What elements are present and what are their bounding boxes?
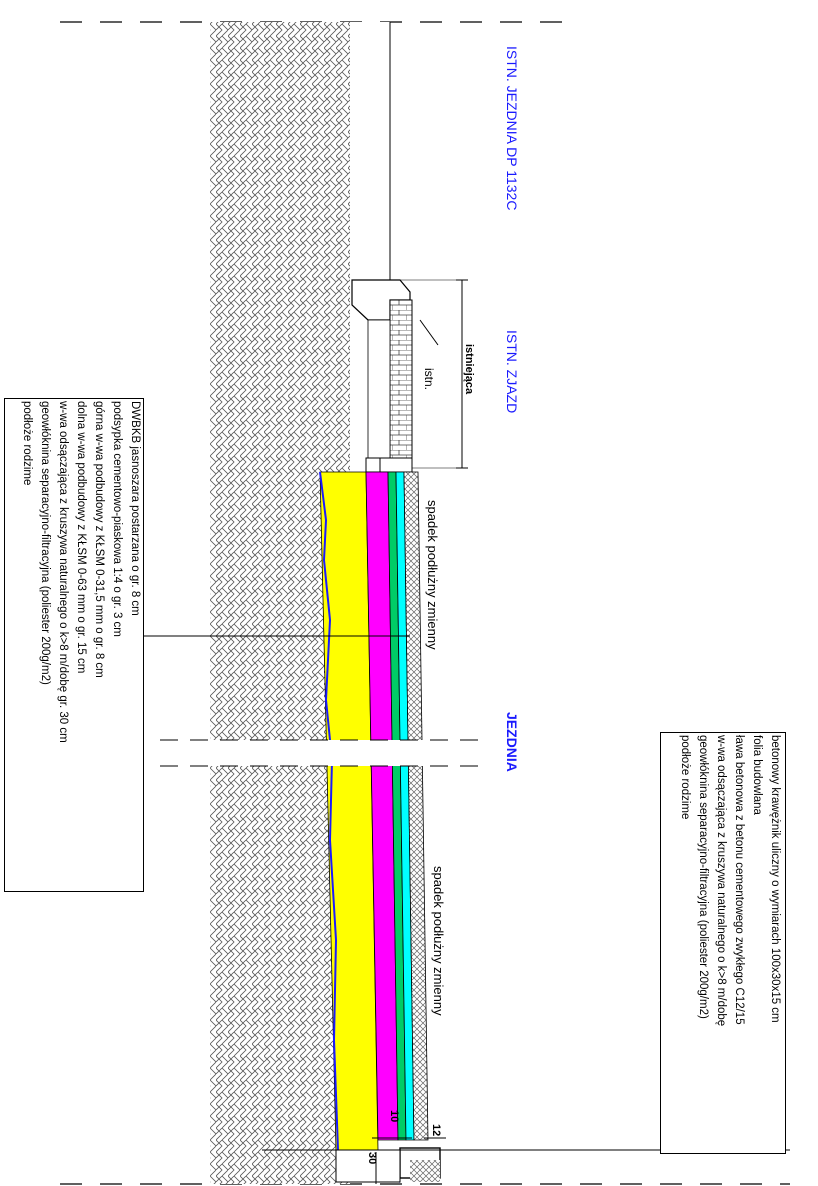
legend-pavement-item: podłoże rodzime [21,401,33,486]
legend-pavement-item: podsypka cementowo-piaskowa 1:4 o gr. 3 … [111,401,123,637]
dim-10: 10 [388,1110,400,1123]
legend-pavement-item: DWBKB jasnoszara postarzana o gr. 8 cm [129,401,141,616]
legend-pavement-item: w-wa odsączająca z kruszywa naturalnego … [57,401,69,743]
label-existing-road: ISTN. JEZDNIA DP 1132C [504,46,520,211]
legend-pavement-item: geowłóknina separacyjno-filtracyjna (pol… [39,401,51,685]
label-existing-short: istn. [422,368,436,391]
legend-curb-item: podłoże rodzime [679,735,691,820]
existing-slope-arrow [419,319,439,346]
legend-curb-item: folia budowlana [751,735,763,815]
label-existing-driveway: ISTN. ZJAZD [504,330,520,414]
label-existing-tag: istniejąca [463,344,475,395]
label-slope-1: spadek podłużny zmienny [425,500,440,650]
concrete-bench [335,1149,401,1183]
layer-paving-blocks [403,471,429,1141]
curb-bench-hatch [410,1160,440,1182]
pavement-layers [319,471,429,1151]
legend-curb-item: betonowy krawężnik uliczny o wymiarach 1… [769,735,781,1023]
break-gap [160,740,480,766]
existing-driveway-brick [389,299,413,459]
legend-curb: betonowy krawężnik uliczny o wymiarach 1… [660,732,786,1154]
existing-road-base [350,22,390,280]
label-roadway: JEZDNIA [504,712,520,772]
legend-curb-item: geowłóknina separacyjno-filtracyjna (pol… [697,735,709,1019]
legend-pavement: DWBKB jasnoszara postarzana o gr. 8 cm p… [4,398,144,892]
legend-curb-item: ława betonowa z betonu cementowego zwykł… [733,735,745,1025]
existing-driveway-base [367,319,391,459]
dim-30: 30 [366,1152,378,1165]
label-slope-2: spadek podłużny zmienny [431,866,446,1016]
dim-12: 12 [430,1124,442,1137]
legend-pavement-item: górna w-wa podbudowy z KŁSM 0-31,5 mm o … [93,401,105,678]
legend-curb-item: w-wa odsączająca z kruszywa naturalnego … [715,735,727,1027]
legend-pavement-item: dolna w-wa podbudowy z KŁSM 0-63 mm o gr… [75,401,87,674]
